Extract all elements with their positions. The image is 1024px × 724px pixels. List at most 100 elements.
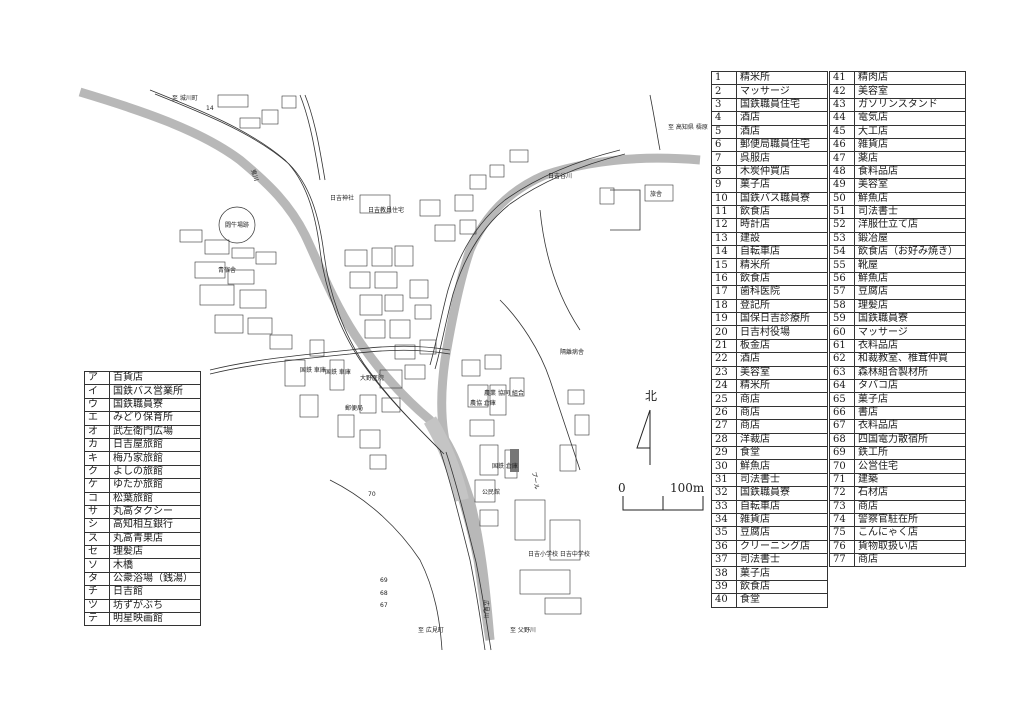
legend-key: 57	[829, 285, 855, 300]
label-pool: プール	[530, 471, 540, 490]
legend-key: 45	[829, 124, 855, 139]
legend-key: 46	[829, 137, 855, 153]
legend-key: 9	[711, 178, 737, 193]
legend-key: 14	[711, 245, 737, 260]
legend-key: 58	[829, 298, 855, 314]
legend-name: 鮮魚店	[854, 271, 966, 287]
legend-key: ツ	[84, 598, 110, 614]
legend-key: 50	[829, 191, 855, 206]
label-office-left: 国鉄 車庫	[300, 366, 326, 374]
legend-key: 31	[711, 472, 737, 488]
legend-row: タ公衆浴場（銭湯）	[84, 571, 201, 587]
legend-key: シ	[84, 518, 110, 533]
legend-row: シ高知相互銀行	[84, 518, 201, 533]
legend-name: 商店	[736, 405, 828, 421]
legend-name: 自転車店	[736, 499, 828, 514]
legend-name: 公衆浴場（銭湯）	[109, 571, 201, 587]
legend-name: 郵便局職員住宅	[736, 137, 828, 153]
legend-key: 8	[711, 164, 737, 180]
pool-block	[510, 449, 519, 472]
legend-row: ツ坊ずがぶち	[84, 598, 201, 614]
building-blocks	[179, 94, 674, 615]
legend-name: 森林組合製材所	[854, 365, 966, 380]
legend-name: 精肉店	[854, 70, 966, 86]
legend-key: 49	[829, 178, 855, 193]
legend-key: 27	[711, 419, 737, 434]
legend-key: 3	[711, 97, 737, 113]
legend-name: こんにゃく店	[854, 526, 966, 541]
legend-key: チ	[84, 585, 110, 600]
legend-row: オ武左衛門広場	[84, 424, 201, 439]
legend-key: 55	[829, 258, 855, 273]
legend-row: チ日吉館	[84, 585, 201, 600]
legend-key: 64	[829, 378, 855, 394]
legend-name: ガソリンスタンド	[854, 97, 966, 113]
legend-key: テ	[84, 612, 110, 627]
legend-key: 12	[711, 218, 737, 233]
legend-key: ウ	[84, 397, 110, 413]
label-ono-hospital: 大野医院	[360, 374, 384, 382]
legend-key: ク	[84, 464, 110, 480]
legend-name: 登記所	[736, 298, 828, 314]
legend-name: タバコ店	[854, 378, 966, 394]
legend-name: 公営住宅	[854, 459, 966, 474]
margin-number-67: 67	[380, 602, 388, 609]
legend-key: 43	[829, 97, 855, 113]
legend-key: 71	[829, 472, 855, 488]
legend-name: マッサージ	[736, 84, 828, 99]
legend-key: 30	[711, 459, 737, 474]
road-network	[149, 89, 661, 651]
label-river-east: 日吉谷川	[548, 172, 572, 180]
legend-row: イ国鉄バス営業所	[84, 384, 201, 399]
legend-key: 2	[711, 84, 737, 99]
legend-key: 67	[829, 419, 855, 434]
legend-name: 飲食店	[736, 204, 828, 220]
legend-name: 洋服仕立て店	[854, 218, 966, 233]
legend-name: 商店	[736, 419, 828, 434]
margin-number-68: 68	[380, 590, 388, 597]
legend-key: 69	[829, 445, 855, 461]
legend-key: 10	[711, 191, 737, 206]
legend-name: 衣料品店	[854, 338, 966, 354]
label-to-kochi: 至 高知県 檮原	[668, 123, 708, 131]
legend-key: 56	[829, 271, 855, 287]
label-to-hiromi: 至 広見町	[418, 626, 444, 634]
legend-name: 四国電力散宿所	[854, 432, 966, 447]
label-school: 日吉小学校 日吉中学校	[528, 550, 590, 558]
legend-name: 丸高青果店	[109, 531, 201, 547]
legend-key: イ	[84, 384, 110, 399]
legend-name: 雑貨店	[736, 512, 828, 528]
legend-name: 警察官駐在所	[854, 512, 966, 528]
legend-key: 24	[711, 378, 737, 394]
legend-key: 25	[711, 392, 737, 407]
label-kominkan: 公民館	[482, 488, 500, 496]
legend-key: 1	[711, 70, 737, 86]
legend-name: 国鉄職員住宅	[736, 97, 828, 113]
legend-row: クよしの旅館	[84, 464, 201, 480]
legend-name: 大工店	[854, 124, 966, 139]
legend-name: 酒店	[736, 111, 828, 126]
legend-name: 美容室	[736, 365, 828, 380]
